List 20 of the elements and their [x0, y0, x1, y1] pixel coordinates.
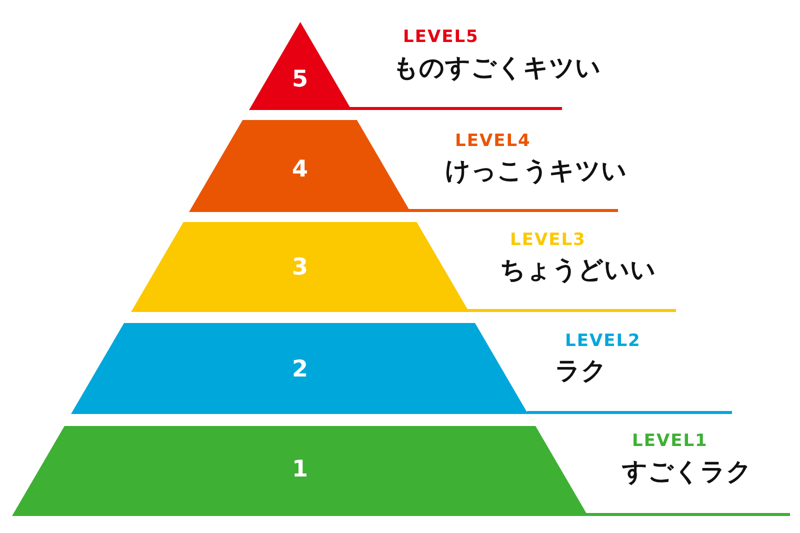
level-description: すごくラク: [622, 458, 752, 486]
tier-number: 1: [292, 458, 308, 482]
level-label: LEVEL5: [403, 28, 479, 47]
tier-number: 4: [292, 158, 308, 182]
pyramid-tier: [189, 120, 411, 212]
level-description: ものすごくキツい: [393, 54, 601, 82]
tier-number: 2: [292, 358, 308, 382]
level-label: LEVEL1: [632, 432, 708, 451]
level-label: LEVEL3: [510, 231, 586, 250]
level-label: LEVEL2: [565, 332, 641, 351]
pyramid-tier: [130, 222, 470, 312]
level-label: LEVEL4: [455, 132, 531, 151]
pyramid-tier: [12, 426, 588, 516]
level-description: ちょうどいい: [500, 256, 656, 284]
level-description: ラク: [555, 357, 607, 384]
pyramid-tier: [248, 22, 352, 110]
pyramid-tier: [71, 323, 529, 414]
level-description: けっこうキツい: [445, 157, 627, 184]
tier-number: 5: [292, 68, 308, 92]
tier-number: 3: [292, 256, 308, 280]
